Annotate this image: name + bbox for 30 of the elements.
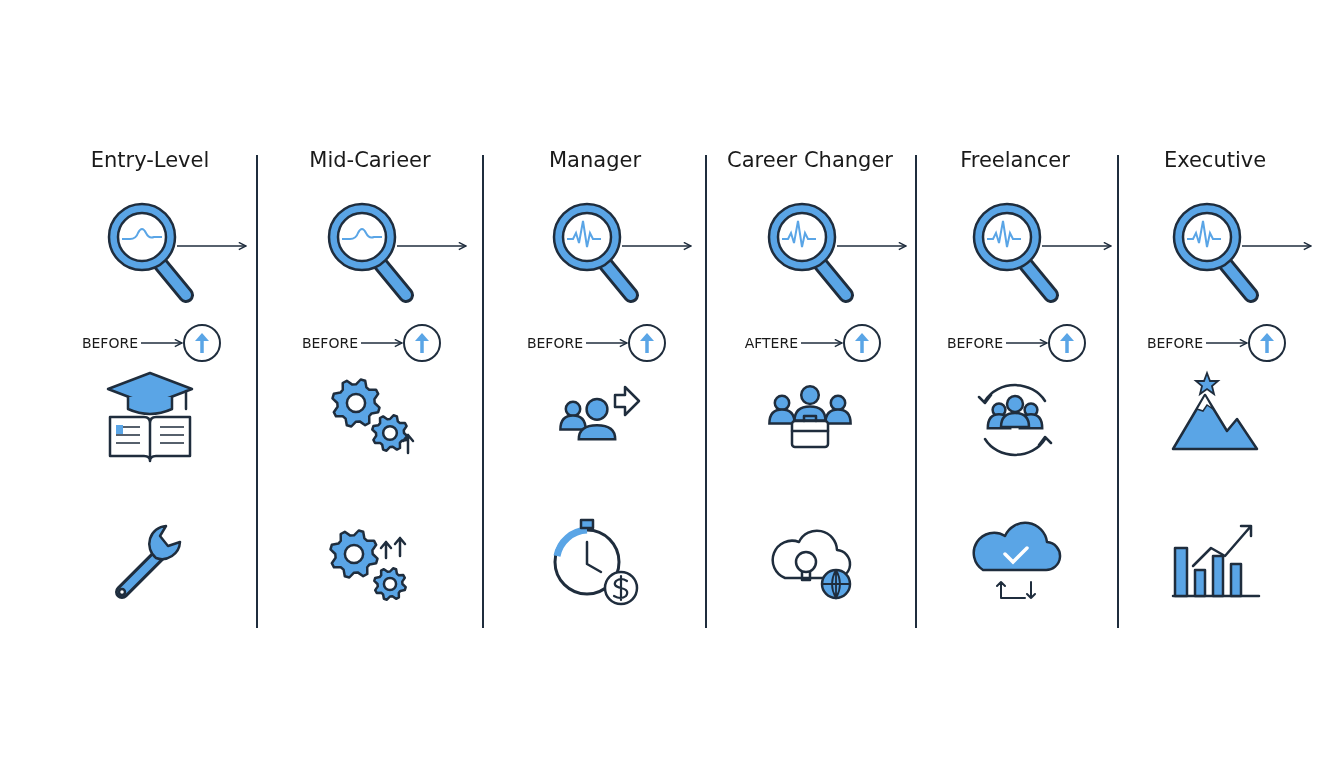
- arrow: [836, 241, 907, 251]
- arrow: [621, 241, 692, 251]
- arrow: [176, 241, 247, 251]
- column-heading: Freelancer: [960, 148, 1070, 172]
- status-text: BEFORE: [526, 334, 583, 352]
- up-arrow-circle: [402, 323, 442, 363]
- up-arrow-circle: [842, 323, 882, 363]
- arrow: [360, 338, 403, 348]
- up-arrow-circle: [1247, 323, 1287, 363]
- arrow: [1205, 338, 1248, 348]
- arrow: [1005, 338, 1048, 348]
- status-text: BEFORE: [81, 334, 138, 352]
- column-heading: Entry-Level: [90, 148, 210, 172]
- status-text: BEFORE: [946, 334, 1003, 352]
- status-text: AFTERE: [744, 334, 798, 352]
- column-heading: Career Changer: [727, 148, 893, 172]
- column-heading: Mid-Carieer: [309, 148, 431, 172]
- column-heading: Executive: [1163, 148, 1267, 172]
- arrow: [800, 338, 843, 348]
- up-arrow-circle: [1047, 323, 1087, 363]
- arrow: [396, 241, 467, 251]
- up-arrow-circle: [182, 323, 222, 363]
- up-arrow-circle: [627, 323, 667, 363]
- arrow: [1041, 241, 1112, 251]
- arrow: [1241, 241, 1312, 251]
- arrow: [140, 338, 183, 348]
- status-text: BEFORE: [301, 334, 358, 352]
- arrow: [585, 338, 628, 348]
- column-heading: Manager: [548, 148, 642, 172]
- status-text: BEFORE: [1146, 334, 1203, 352]
